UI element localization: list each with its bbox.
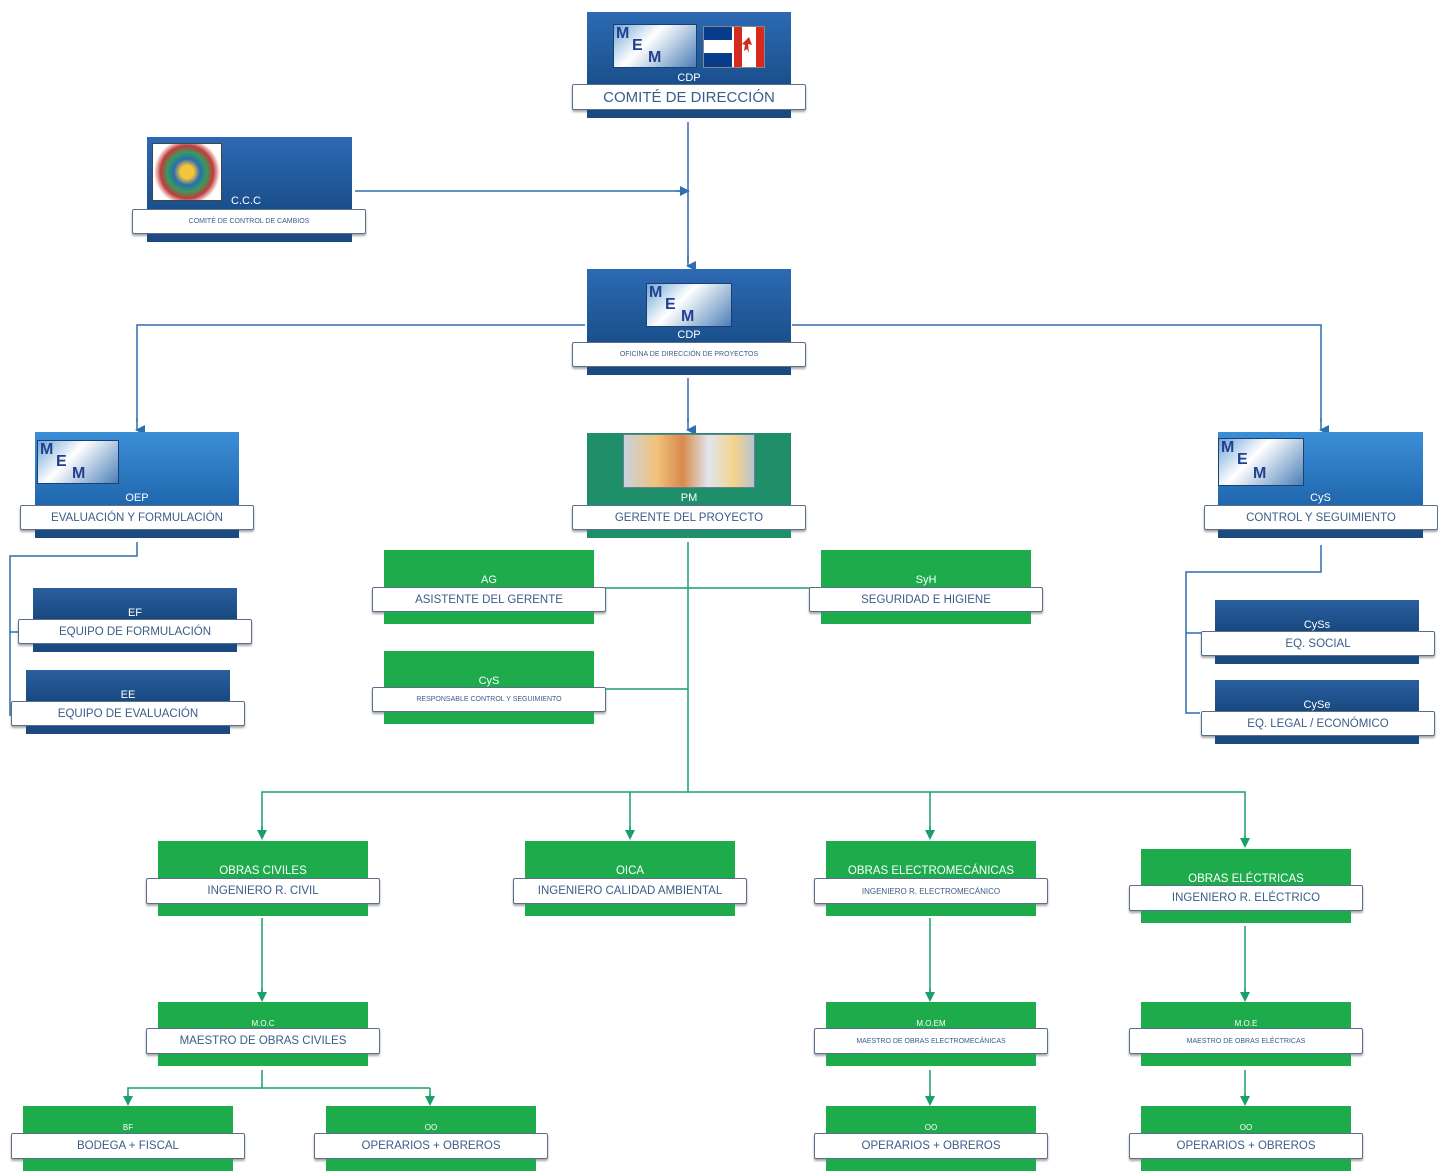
node-title: OPERARIOS + OBREROS bbox=[1129, 1133, 1363, 1159]
node-code: OO bbox=[424, 1123, 438, 1132]
node-title: EQ. SOCIAL bbox=[1201, 631, 1435, 656]
node-title: INGENIERO R. CIVIL bbox=[146, 878, 380, 904]
node-code: OBRAS ELÉCTRICAS bbox=[1188, 873, 1304, 885]
node-code: SyH bbox=[915, 574, 937, 586]
ccc-emblem-icon bbox=[152, 143, 222, 201]
node-code: M.O.EM bbox=[916, 1019, 946, 1028]
node-title: EVALUACIÓN Y FORMULACIÓN bbox=[20, 505, 254, 530]
node-code: BF bbox=[122, 1123, 134, 1132]
node-code: OBRAS CIVILES bbox=[219, 865, 307, 877]
node-code: M.O.E bbox=[1234, 1019, 1258, 1028]
flags-icon bbox=[703, 26, 765, 68]
node-title: EQUIPO DE FORMULACIÓN bbox=[18, 619, 252, 644]
node-code: EE bbox=[120, 689, 136, 701]
node-code: CDP bbox=[677, 72, 701, 84]
node-title: OPERARIOS + OBREROS bbox=[314, 1133, 548, 1159]
node-code: CDP bbox=[677, 329, 701, 341]
node-title: INGENIERO CALIDAD AMBIENTAL bbox=[513, 878, 747, 904]
node-code: C.C.C bbox=[231, 195, 261, 207]
node-title: CONTROL Y SEGUIMIENTO bbox=[1204, 505, 1438, 530]
node-title: EQ. LEGAL / ECONÓMICO bbox=[1201, 711, 1435, 736]
node-title: INGENIERO R. ELECTROMECÁNICO bbox=[814, 878, 1048, 904]
node-code: OO bbox=[924, 1123, 938, 1132]
node-code: CyS bbox=[1310, 492, 1331, 504]
node-title: RESPONSABLE CONTROL Y SEGUIMIENTO bbox=[372, 687, 606, 712]
node-code: CySs bbox=[1303, 619, 1331, 631]
node-title: MAESTRO DE OBRAS CIVILES bbox=[146, 1028, 380, 1054]
node-title: INGENIERO R. ELÉCTRICO bbox=[1129, 885, 1363, 911]
node-code: OEP bbox=[125, 492, 149, 504]
node-title: GERENTE DEL PROYECTO bbox=[572, 505, 806, 530]
node-code: EF bbox=[127, 607, 143, 619]
node-title: OFICINA DE DIRECCIÓN DE PROYECTOS bbox=[572, 342, 806, 367]
node-title: BODEGA + FISCAL bbox=[11, 1133, 245, 1159]
node-title: COMITÉ DE DIRECCIÓN bbox=[572, 84, 806, 110]
node-code: OICA bbox=[615, 865, 645, 877]
node-title: COMITÉ DE CONTROL DE CAMBIOS bbox=[132, 209, 366, 234]
team-photo-icon bbox=[623, 434, 755, 488]
node-code: CySe bbox=[1303, 699, 1331, 711]
node-title: SEGURIDAD E HIGIENE bbox=[809, 587, 1043, 612]
node-title: MAESTRO DE OBRAS ELECTROMECÁNICAS bbox=[814, 1028, 1048, 1054]
node-code: OO bbox=[1239, 1123, 1253, 1132]
node-code: M.O.C bbox=[251, 1019, 275, 1028]
node-title: EQUIPO DE EVALUACIÓN bbox=[11, 701, 245, 726]
node-code: OBRAS ELECTROMECÁNICAS bbox=[847, 865, 1015, 877]
node-code: AG bbox=[481, 574, 497, 586]
node-code: CyS bbox=[478, 675, 500, 687]
node-title: MAESTRO DE OBRAS ELÉCTRICAS bbox=[1129, 1028, 1363, 1054]
node-title: ASISTENTE DEL GERENTE bbox=[372, 587, 606, 612]
node-code: PM bbox=[680, 492, 698, 504]
node-title: OPERARIOS + OBREROS bbox=[814, 1133, 1048, 1159]
